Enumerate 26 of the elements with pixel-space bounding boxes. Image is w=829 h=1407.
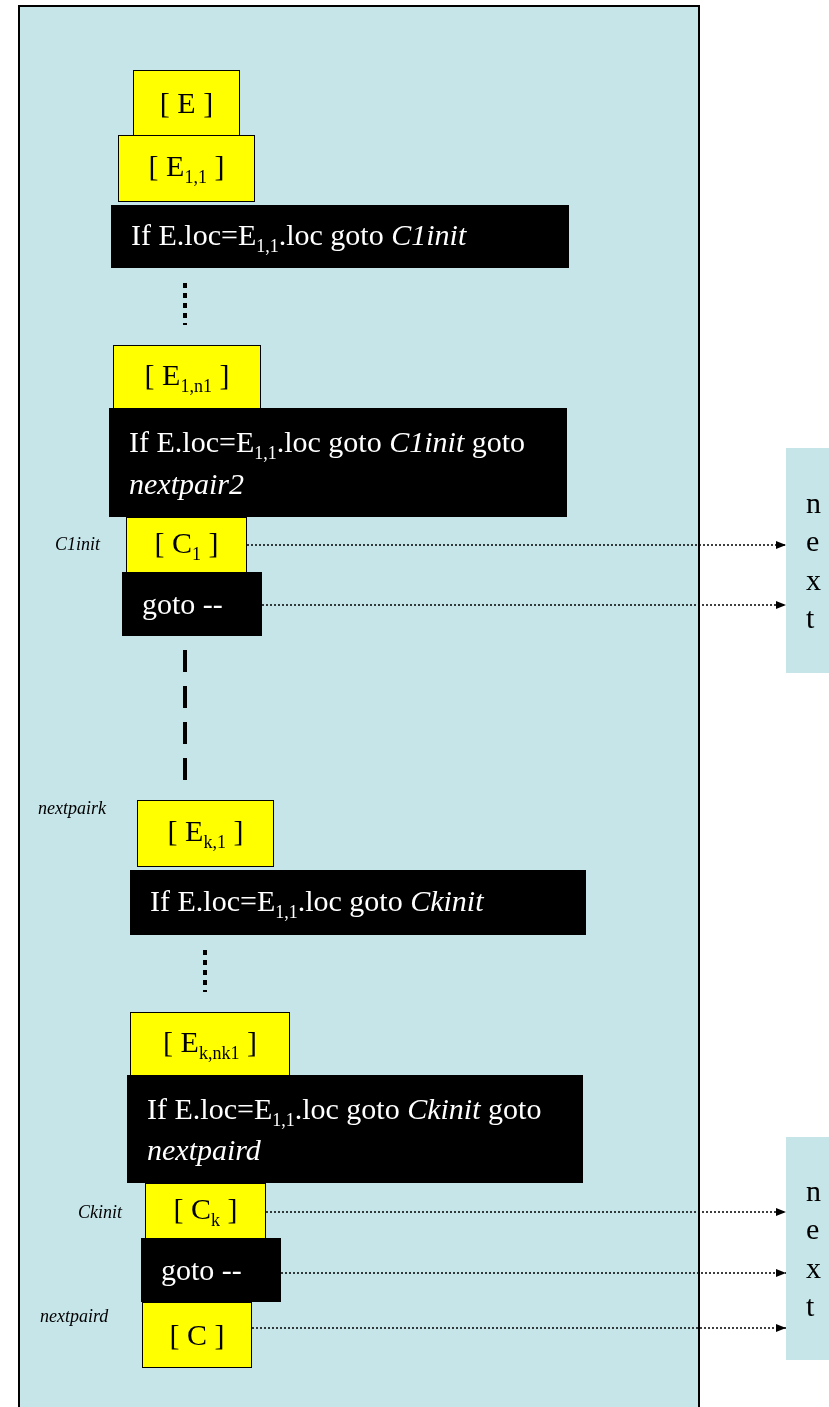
code-block: [ E$_{k,nk1}$ ] [130,1012,290,1076]
dotted-arrow [261,601,787,609]
dotted-arrow [251,1324,787,1332]
jump-label: C1init [55,534,100,555]
code-block: [ E$_{1,n1}$ ] [113,345,261,409]
instruction-block: If E.loc=E$_{1,1}$.loc goto Ckinit [130,870,586,935]
instruction-block: If E.loc=E$_{1,1}$.loc goto C1init [111,205,569,268]
code-block: [ E$_{k,1}$ ] [137,800,274,867]
instruction-block: goto -- [141,1238,281,1302]
jump-label: Ckinit [78,1202,122,1223]
instruction-block: goto -- [122,572,262,636]
jump-label: nextpairk [38,798,106,819]
jump-label: nextpaird [40,1306,109,1327]
code-block: [ C$_{1}$ ] [126,517,247,573]
code-block: [ C ] [142,1302,252,1368]
container-panel [18,5,700,1407]
dotted-arrow [280,1269,787,1277]
code-block: [ E$_{1,1}$ ] [118,135,255,202]
dotted-arrow [246,541,787,549]
next-block: next [786,448,829,673]
instruction-block: If E.loc=E$_{1,1}$.loc goto C1init goto nextpair2 [109,408,567,517]
next-block: next [786,1137,829,1360]
instruction-block: If E.loc=E$_{1,1}$.loc goto Ckinit goto nextpaird [127,1075,583,1183]
dotted-arrow [265,1208,787,1216]
code-block: [ E ] [133,70,240,136]
code-block: [ C$_{k}$ ] [145,1183,266,1239]
